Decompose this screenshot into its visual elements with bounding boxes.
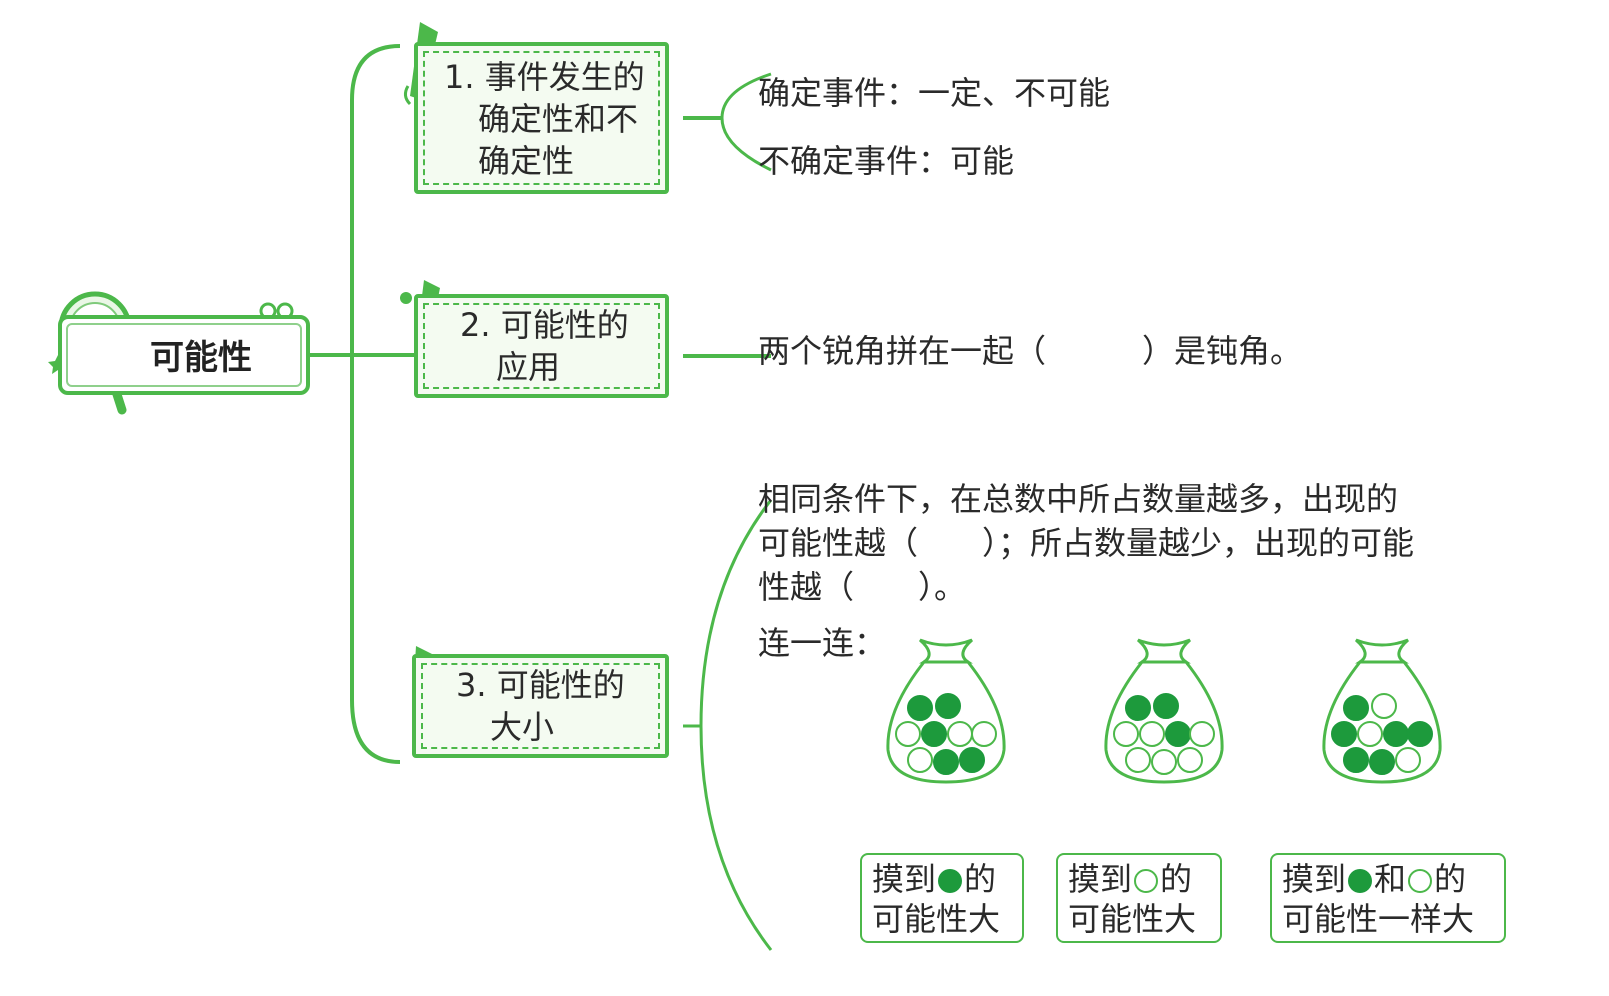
root-node (58, 315, 310, 395)
branch-3-line-2: 大小 (490, 708, 555, 746)
choice-2-post: 的 (1160, 860, 1193, 898)
hollow-ball (947, 721, 973, 747)
filled-ball (935, 693, 961, 719)
ball-bag (1322, 638, 1442, 784)
filled-ball (933, 749, 959, 775)
branch-3-line-1: 3. 可能性的 (456, 666, 625, 704)
filled-ball (959, 747, 985, 773)
filled-ball (907, 695, 933, 721)
branch-node-1 (414, 42, 669, 194)
choice-box-3[interactable]: 摸到和的 可能性一样大 (1270, 853, 1506, 943)
choice-1-post: 的 (964, 860, 997, 898)
hollow-ball (1113, 721, 1139, 747)
branch-2-line-2: 应用 (496, 348, 561, 386)
filled-ball (1383, 721, 1409, 747)
branch-1-line-3: 确定性 (478, 142, 575, 180)
bag-tie (918, 638, 974, 664)
ball-bag (886, 638, 1006, 784)
hollow-ball (971, 721, 997, 747)
hollow-ball (1371, 693, 1397, 719)
leaf-uncertain-events: 不确定事件：可能 (758, 142, 1015, 180)
hollow-ball (1151, 749, 1177, 775)
hollow-ball-icon (1134, 869, 1159, 893)
main-spine (350, 44, 401, 764)
hollow-ball (1177, 747, 1203, 773)
choice-2-line2: 可能性大 (1068, 900, 1197, 938)
root-label: 可能性 (150, 338, 252, 378)
choice-box-2[interactable]: 摸到的 可能性大 (1056, 853, 1222, 943)
choice-1-pre: 摸到 (872, 860, 937, 898)
leaf-rule-line-1: 相同条件下，在总数中所占数量越多，出现的 (758, 480, 1399, 518)
ball-bag (1104, 638, 1224, 784)
branch-node-2 (414, 294, 669, 398)
choice-3-pre: 摸到 (1282, 860, 1347, 898)
filled-ball (1407, 721, 1433, 747)
leaf-certain-events: 确定事件：一定、不可能 (758, 74, 1111, 112)
choice-box-1[interactable]: 摸到的 可能性大 (860, 853, 1024, 943)
branch-1-line-1: 1. 事件发生的 (444, 58, 645, 96)
hollow-ball (907, 747, 933, 773)
hollow-ball (1125, 747, 1151, 773)
filled-ball (921, 721, 947, 747)
hollow-ball (1139, 721, 1165, 747)
hollow-ball (1189, 721, 1215, 747)
hollow-ball (1395, 747, 1421, 773)
hollow-ball-icon (1408, 869, 1433, 893)
filled-ball (1153, 693, 1179, 719)
hollow-ball (1357, 721, 1383, 747)
filled-ball (1125, 695, 1151, 721)
filled-ball (1343, 695, 1369, 721)
bag-tie (1136, 638, 1192, 664)
choice-3-line2: 可能性一样大 (1282, 900, 1475, 938)
leaf-acute-angles: 两个锐角拼在一起（ ）是钝角。 (758, 332, 1303, 370)
bag-tie (1354, 638, 1410, 664)
leaf-rule-line-3: 性越（ ）。 (758, 568, 967, 606)
choice-3-post: 的 (1434, 860, 1467, 898)
leaf-rule-line-2: 可能性越（ ）；所占数量越少，出现的可能 (758, 524, 1415, 562)
filled-ball-icon (1348, 869, 1373, 893)
filled-ball (1343, 747, 1369, 773)
filled-ball-icon (938, 869, 963, 893)
choice-2-pre: 摸到 (1068, 860, 1133, 898)
filled-ball (1331, 721, 1357, 747)
hollow-ball (895, 721, 921, 747)
filled-ball (1369, 749, 1395, 775)
choice-3-mid: 和 (1374, 860, 1407, 898)
branch1-brace (720, 72, 772, 172)
connect-label: 连一连： (758, 624, 887, 662)
branch-2-line-1: 2. 可能性的 (460, 306, 629, 344)
filled-ball (1165, 721, 1191, 747)
choice-1-line2: 可能性大 (872, 900, 1001, 938)
branch3-brace (699, 499, 773, 951)
branch-1-line-2: 确定性和不 (478, 100, 639, 138)
ball-bags (886, 638, 1442, 784)
branch-node-3 (412, 654, 669, 758)
